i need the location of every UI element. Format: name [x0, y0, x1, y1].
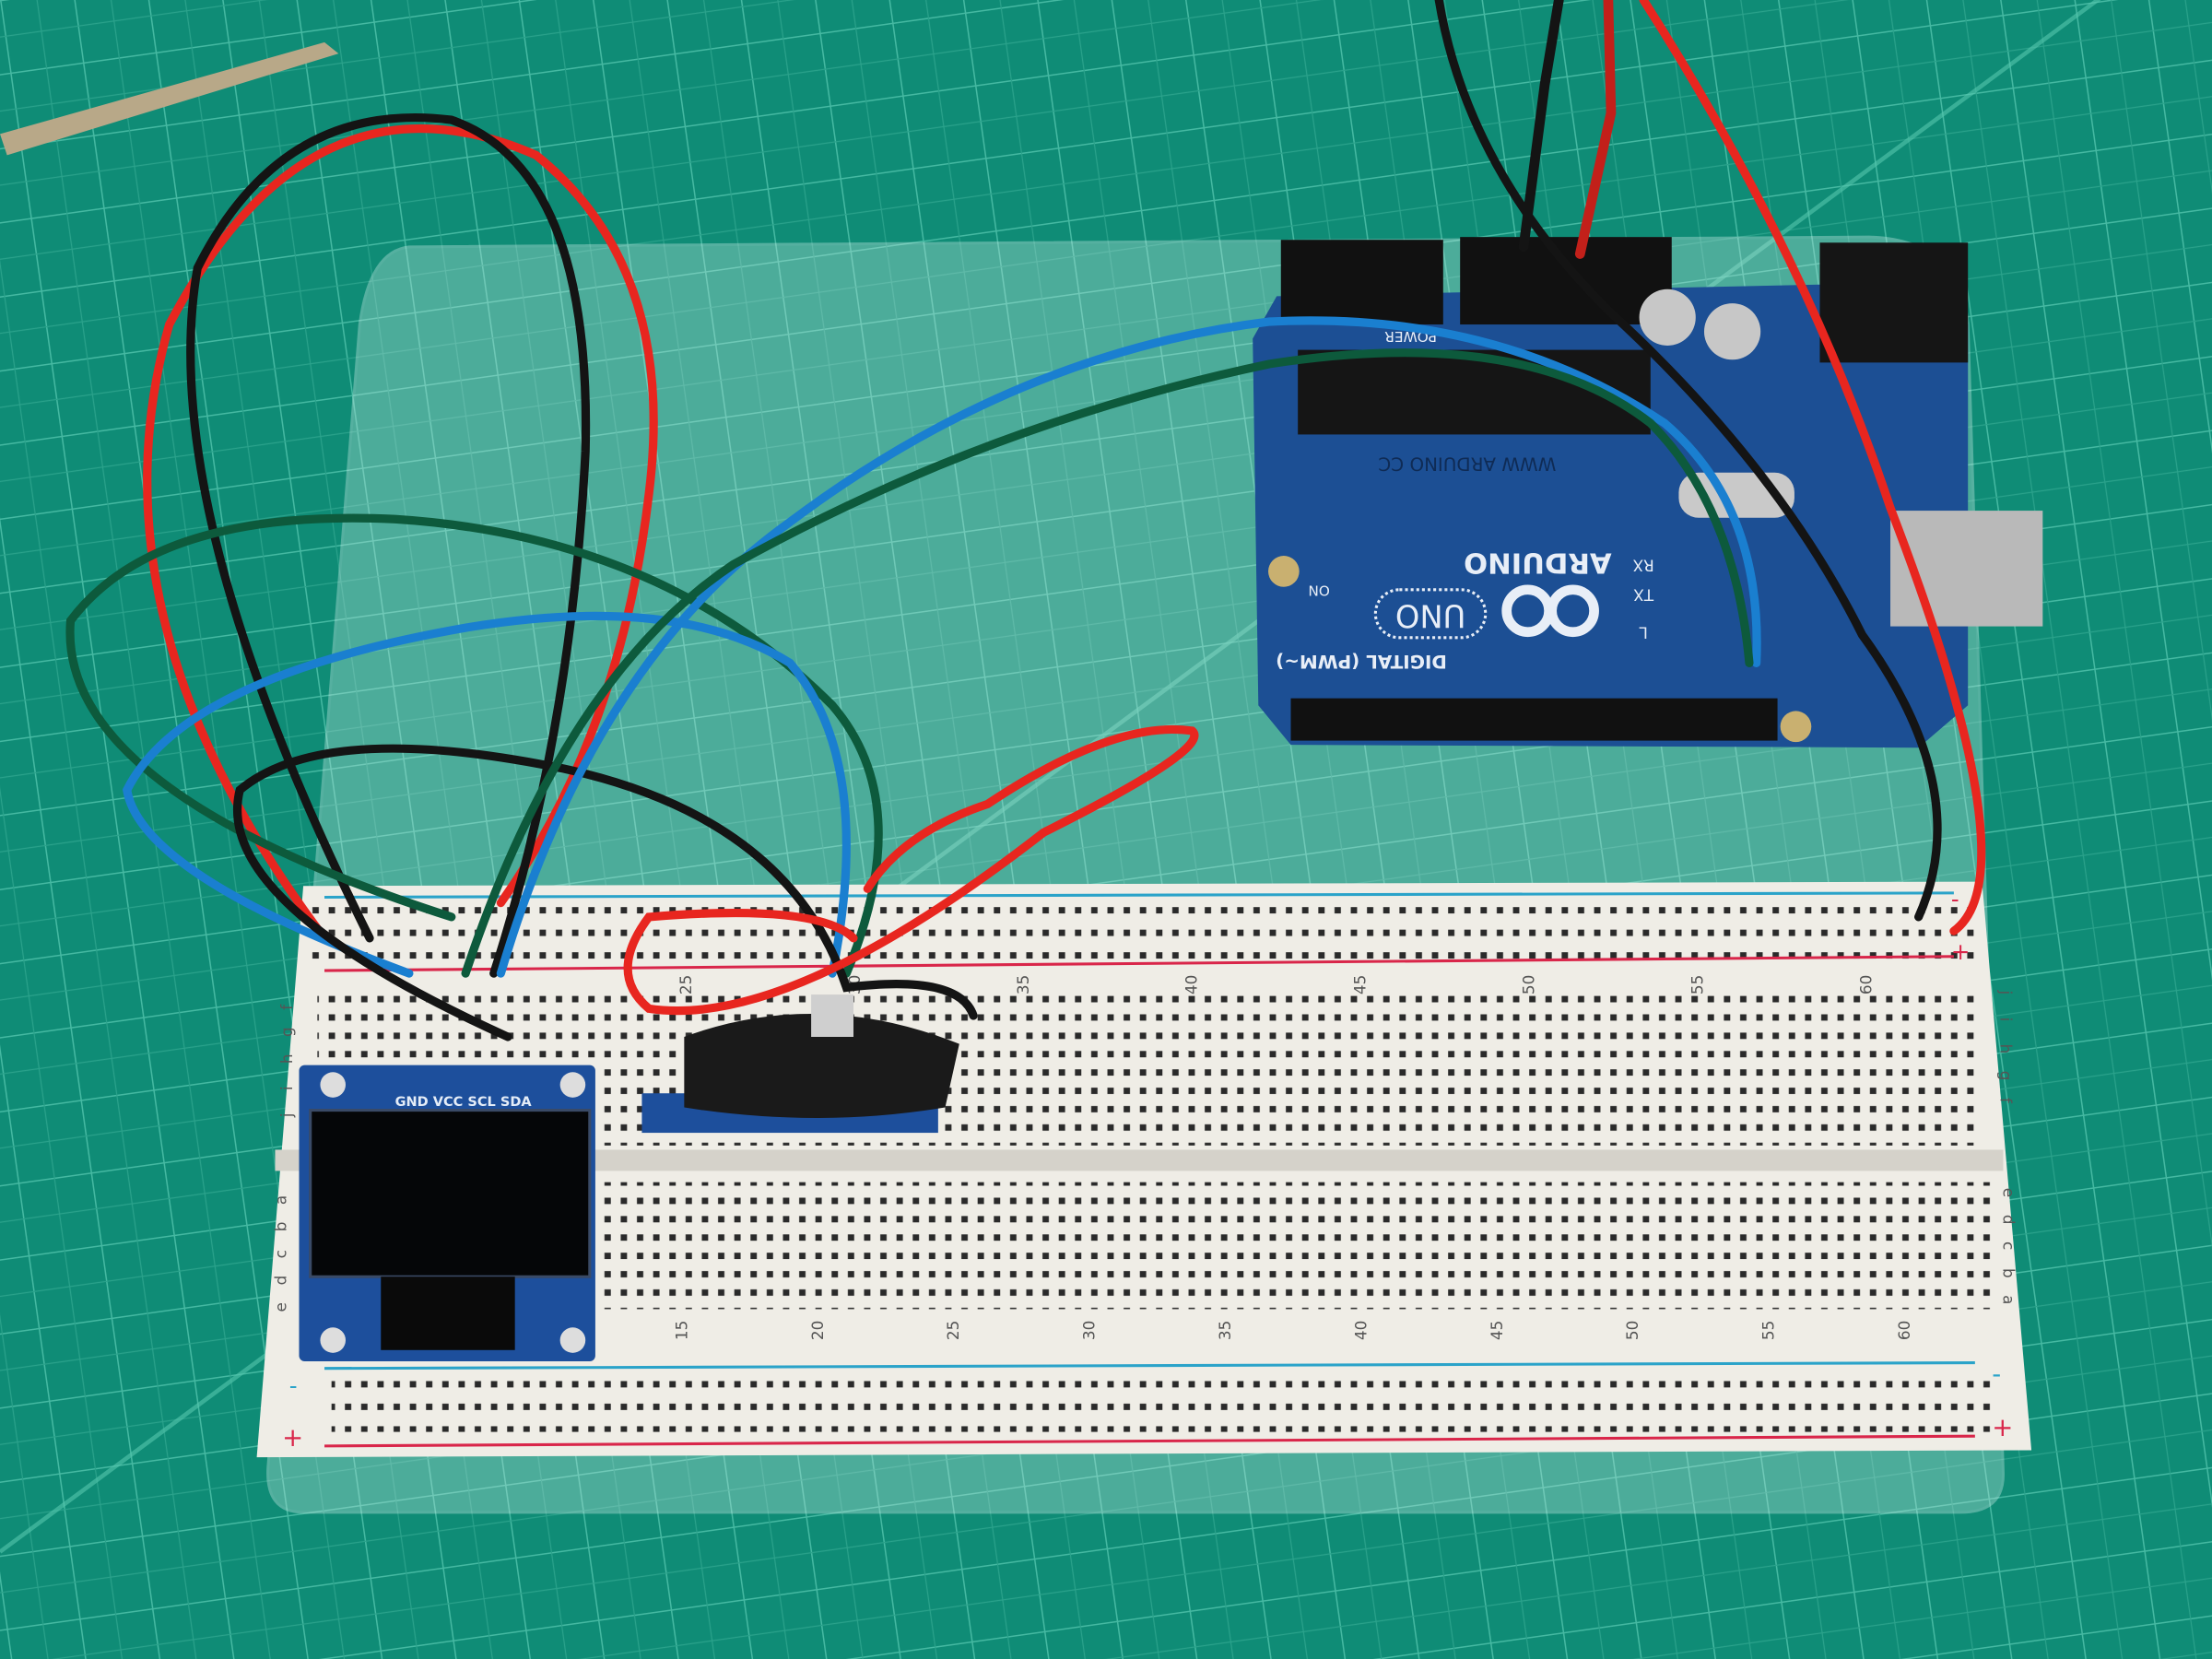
wire-black-loop: [186, 112, 591, 978]
column-number: 35: [1216, 1321, 1234, 1340]
analog-header: [1460, 237, 1672, 325]
capacitor: [1639, 288, 1696, 346]
column-number: 50: [1623, 1321, 1641, 1340]
row-letter: a: [272, 1195, 290, 1205]
arduino-model-text: UNO: [1395, 597, 1465, 633]
row-letter: d: [272, 1276, 290, 1286]
bottom-power-rail: [331, 1375, 1996, 1432]
led-rx-label: RX: [1633, 556, 1654, 574]
oled-ribbon: [381, 1277, 515, 1350]
row-letter: c: [1999, 1241, 2018, 1250]
wire-green-to-arduino: [461, 348, 1754, 978]
column-number: 55: [1759, 1321, 1778, 1340]
row-letter: h: [277, 1053, 296, 1064]
column-number: 55: [1688, 975, 1706, 994]
oled-pin-labels: GND VCC SCL SDA: [395, 1095, 533, 1110]
bottom-rail-red-line: [324, 1434, 1975, 1448]
mounting-hole: [1780, 711, 1812, 743]
bottom-rail-blue-line: [324, 1361, 1975, 1371]
wire-red-header: [1574, 0, 1617, 259]
oled-display-module: GND VCC SCL SDA: [299, 1065, 595, 1362]
column-number: 60: [1895, 1321, 1913, 1340]
row-letter: g: [277, 1027, 296, 1037]
column-number: 30: [1080, 1321, 1099, 1340]
wire-black-sensor: [232, 744, 978, 1041]
row-letter: i: [1996, 1018, 2015, 1022]
center-channel: [275, 1149, 2004, 1171]
screwdriver: [0, 41, 339, 156]
arduino-brand-text: ARDUINO: [1464, 547, 1612, 579]
row-letter: h: [1996, 1044, 2015, 1054]
row-letter: j: [1996, 989, 2015, 994]
column-number: 40: [1351, 1321, 1370, 1340]
digital-header: [1290, 698, 1778, 741]
row-letter: e: [1999, 1188, 2018, 1197]
row-letter: j: [277, 1113, 296, 1119]
oled-screen: [309, 1109, 592, 1278]
row-letter: d: [1999, 1215, 2018, 1225]
led-on-label: ON: [1308, 582, 1329, 598]
rail-plus-label: +: [1992, 1413, 2013, 1442]
row-letter: c: [272, 1250, 290, 1258]
arduino-digital-label: DIGITAL (PWM~): [1276, 651, 1447, 672]
power-header: [1280, 240, 1443, 325]
arduino-uno-board: ARDUINO WWW ARDUINO CC DIGITAL (PWM~) ON…: [1253, 237, 2043, 748]
sensor-module: [641, 994, 959, 1134]
mounting-hole: [320, 1327, 346, 1353]
led-l-label: L: [1639, 624, 1648, 642]
top-rail-red-line: [324, 955, 1954, 972]
wire-blue-to-arduino: [496, 316, 1761, 978]
mounting-hole: [559, 1072, 586, 1098]
column-number: 45: [1351, 975, 1370, 994]
wire-red-sensor: [623, 724, 1199, 1016]
row-letter: e: [272, 1302, 290, 1312]
column-number: 25: [677, 975, 695, 994]
column-number: 25: [944, 1321, 962, 1340]
arduino-url-text: WWW ARDUINO CC: [1378, 453, 1556, 475]
row-letter: f: [1996, 1098, 2015, 1104]
mounting-hole: [320, 1072, 346, 1098]
column-number: 15: [672, 1321, 690, 1340]
capacitor: [1703, 303, 1761, 360]
row-letter: f: [277, 1004, 296, 1010]
column-number: 50: [1520, 975, 1538, 994]
rail-minus-label: -: [1951, 886, 1959, 912]
rail-plus-label: +: [1951, 938, 1971, 965]
row-letter: g: [1996, 1071, 2015, 1081]
top-rail-blue-line: [324, 891, 1954, 899]
rail-minus-label: -: [1992, 1359, 2001, 1389]
mounting-hole: [559, 1327, 586, 1353]
mounting-hole: [1268, 556, 1300, 587]
wire-red-vcc: [1639, 0, 1986, 935]
column-number: 40: [1182, 975, 1201, 994]
row-letter: i: [277, 1086, 296, 1090]
infinity-logo-right: [1547, 584, 1599, 638]
column-number: 35: [1014, 975, 1032, 994]
top-power-rail: [303, 895, 1983, 967]
rail-plus-label: +: [282, 1423, 303, 1453]
wire-green-loop: [65, 513, 883, 978]
column-number: 60: [1856, 975, 1875, 994]
row-letter: b: [1999, 1268, 2018, 1278]
rail-minus-label: -: [289, 1372, 298, 1399]
wire-black-header: [1518, 0, 1564, 253]
column-number: 45: [1488, 1321, 1506, 1340]
row-letter: a: [1999, 1295, 2018, 1304]
column-number: 20: [808, 1321, 827, 1340]
dc-jack: [1819, 242, 1969, 363]
arduino-uno-logo: UNO: [1373, 584, 1599, 640]
wire-blue-loop: [122, 611, 851, 978]
row-letter: b: [272, 1222, 290, 1232]
led-tx-label: TX: [1633, 585, 1654, 604]
wire-black-gnd: [1434, 0, 1942, 922]
sensor-connector: [811, 994, 854, 1037]
